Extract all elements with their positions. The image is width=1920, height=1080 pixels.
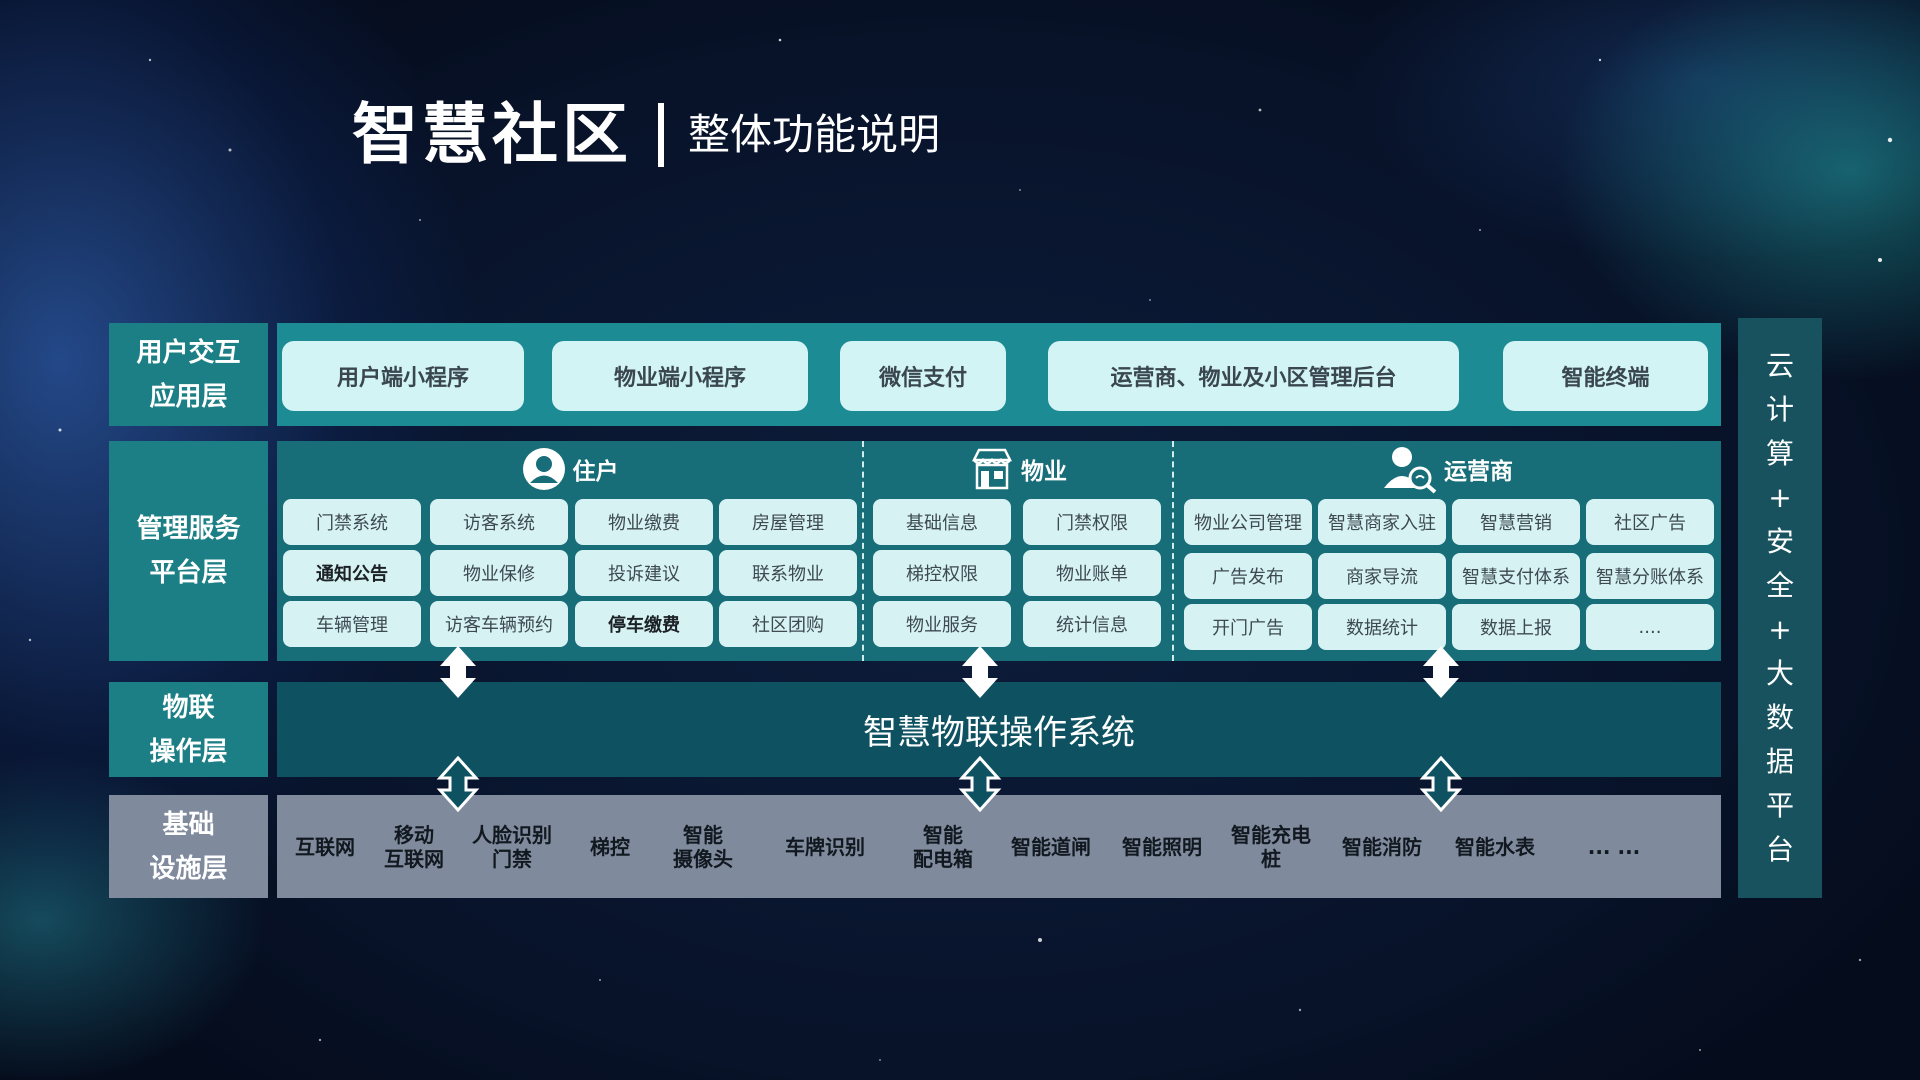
iot-layer-label-line1: 物联 [162,692,215,723]
operator-item-merchant-traffic[interactable]: 商家导流 [1318,553,1446,599]
infra-item-plate-recognition: 车牌识别 [785,834,865,859]
group-property-header: 物业 [864,441,1172,497]
group-property-title: 物业 [1021,459,1067,485]
infra-item-charging-pile: 智能充电 桩 [1231,822,1311,871]
arrow-up-down-icon [440,646,476,698]
infra-item-more: ... ... [1587,834,1641,859]
app-item-wechat-pay[interactable]: 微信支付 [840,341,1006,411]
resident-item-vehicle-management[interactable]: 车辆管理 [283,601,421,647]
platform-char: 数 [1765,701,1794,734]
group-divider-2 [1172,441,1174,661]
page-title: 智慧社区 整体功能说明 [352,95,940,175]
iot-system-title: 智慧物联操作系统 [863,713,1135,753]
arrow-up-down-outline-icon [1419,756,1463,812]
operator-icon [1384,447,1437,494]
title-subtitle: 整体功能说明 [688,110,941,159]
infra-layer-label: 基础 设施层 [109,795,268,898]
title-separator [658,103,664,167]
operator-item-smart-marketing[interactable]: 智慧营销 [1452,499,1580,545]
app-layer: 用户端小程序 物业端小程序 微信支付 运营商、物业及小区管理后台 智能终端 [277,323,1721,426]
mgmt-layer-label: 管理服务 平台层 [109,441,268,661]
infra-item-smart-lighting: 智能照明 [1122,834,1202,859]
operator-item-payment-system[interactable]: 智慧支付体系 [1452,553,1580,599]
infra-item-fire-protection: 智能消防 [1342,834,1422,859]
app-layer-label-line2: 应用层 [149,381,228,412]
resident-item-contact-property[interactable]: 联系物业 [719,550,857,596]
iot-layer-label: 物联 操作层 [109,682,268,777]
operator-item-data-statistics[interactable]: 数据统计 [1318,604,1446,650]
resident-item-property-fee[interactable]: 物业缴费 [575,499,713,545]
platform-char: 台 [1765,833,1794,866]
infra-item-mobile-internet: 移动 互联网 [384,822,444,871]
infra-layer: 互联网 移动 互联网 人脸识别 门禁 梯控 智能 摄像头 车牌识别 智能 配电箱… [277,795,1721,898]
property-item-basic-info[interactable]: 基础信息 [873,499,1011,545]
infra-item-elevator-control: 梯控 [590,834,630,859]
arrow-up-down-icon [1423,646,1459,698]
infra-item-face-recognition: 人脸识别 门禁 [472,822,552,871]
platform-char: 安 [1765,525,1794,558]
app-item-smart-terminal[interactable]: 智能终端 [1503,341,1708,411]
operator-item-merchant-join[interactable]: 智慧商家入驻 [1318,499,1446,545]
property-item-statistics[interactable]: 统计信息 [1023,601,1161,647]
operator-item-community-ads[interactable]: 社区广告 [1586,499,1714,545]
platform-char: 全 [1765,569,1794,602]
iot-layer: 智慧物联操作系统 [277,682,1721,777]
infra-item-water-meter: 智能水表 [1455,834,1535,859]
property-item-elevator-permission[interactable]: 梯控权限 [873,550,1011,596]
platform-char: + [1768,481,1792,514]
storefront-icon [971,448,1013,490]
platform-char: 算 [1765,437,1794,470]
resident-icon [522,448,565,490]
operator-item-more[interactable]: .... [1586,604,1714,650]
group-resident-header: 住户 [277,441,862,497]
operator-item-data-report[interactable]: 数据上报 [1452,604,1580,650]
mgmt-layer: 住户 物业 运营商 门禁系统 访客系统 物业缴费 房屋管理 通知公告 物业保修 … [277,441,1721,661]
platform-char: 计 [1765,393,1794,426]
app-layer-label-line1: 用户交互 [136,337,241,368]
platform-char: 大 [1765,657,1794,690]
infra-item-smart-camera: 智能 摄像头 [673,822,733,871]
arrow-up-down-outline-icon [958,756,1002,812]
resident-item-parking-fee[interactable]: 停车缴费 [575,601,713,647]
resident-item-visitor-vehicle[interactable]: 访客车辆预约 [430,601,568,647]
app-layer-label: 用户交互 应用层 [109,323,268,426]
platform-char: 据 [1765,745,1794,778]
operator-item-ad-publish[interactable]: 广告发布 [1184,553,1312,599]
infra-item-internet: 互联网 [295,834,355,859]
property-item-bill[interactable]: 物业账单 [1023,550,1161,596]
platform-char: 云 [1765,349,1794,382]
resident-item-visitor-system[interactable]: 访客系统 [430,499,568,545]
operator-item-door-ads[interactable]: 开门广告 [1184,604,1312,650]
property-item-service[interactable]: 物业服务 [873,601,1011,647]
title-main: 智慧社区 [352,96,632,173]
platform-char: 平 [1765,789,1794,822]
group-operator-header: 运营商 [1174,441,1721,497]
resident-item-group-buy[interactable]: 社区团购 [719,601,857,647]
arrow-up-down-icon [962,646,998,698]
mgmt-layer-label-line1: 管理服务 [136,514,241,544]
iot-layer-label-line2: 操作层 [149,736,228,767]
infra-layer-label-line1: 基础 [162,809,215,840]
group-divider-1 [862,441,864,661]
infra-layer-label-line2: 设施层 [149,853,228,884]
group-resident-title: 住户 [572,459,619,485]
infra-item-power-box: 智能 配电箱 [913,822,973,871]
property-item-door-permission[interactable]: 门禁权限 [1023,499,1161,545]
platform-char: + [1768,613,1792,646]
platform-bar: 云 计 算 + 安 全 + 大 数 据 平 台 [1738,318,1822,898]
arrow-up-down-outline-icon [436,756,480,812]
operator-item-split-system[interactable]: 智慧分账体系 [1586,553,1714,599]
operator-item-property-company[interactable]: 物业公司管理 [1184,499,1312,545]
resident-item-complaint[interactable]: 投诉建议 [575,550,713,596]
resident-item-property-repair[interactable]: 物业保修 [430,550,568,596]
mgmt-layer-label-line2: 平台层 [149,558,228,588]
infra-item-smart-gate: 智能道闸 [1011,834,1091,859]
app-item-user-miniprogram[interactable]: 用户端小程序 [282,341,524,411]
resident-item-access-control[interactable]: 门禁系统 [283,499,421,545]
group-operator-title: 运营商 [1444,459,1513,485]
resident-item-house-management[interactable]: 房屋管理 [719,499,857,545]
resident-item-notice[interactable]: 通知公告 [283,550,421,596]
app-item-property-miniprogram[interactable]: 物业端小程序 [552,341,808,411]
app-item-admin-backend[interactable]: 运营商、物业及小区管理后台 [1048,341,1459,411]
